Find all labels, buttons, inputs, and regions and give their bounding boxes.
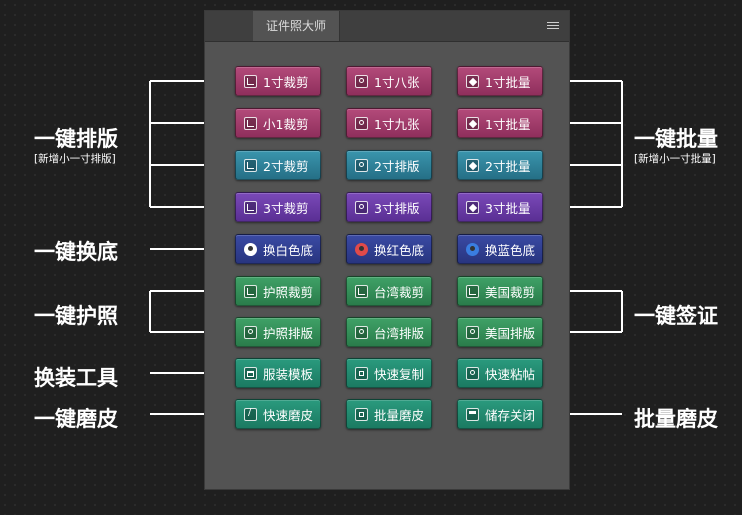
- btn-label: 1寸九张: [374, 116, 420, 132]
- people-icon: [355, 74, 368, 88]
- btn-small1-crop[interactable]: 小1裁剪: [235, 108, 321, 138]
- btn-label: 换红色底: [374, 242, 425, 258]
- btn-label: 快速复制: [374, 366, 425, 382]
- btn-label: 储存关闭: [485, 407, 536, 423]
- copy-icon: [355, 366, 368, 380]
- btn-label: 2寸排版: [374, 158, 420, 174]
- btn-label: 1寸裁剪: [263, 74, 309, 90]
- annotation-batch: 一键批量: [634, 127, 718, 151]
- annotation-passport: 一键护照: [34, 304, 118, 328]
- btn-label: 服装模板: [263, 366, 314, 382]
- copy-icon: [355, 407, 368, 421]
- people-icon: [355, 116, 368, 130]
- id-photo-master-panel: 证件照大师 1寸裁剪 1寸八张 1寸批量 小1裁剪 1寸九张 1寸批量 2寸裁剪…: [204, 10, 570, 490]
- btn-quick-paste[interactable]: 快速粘帖: [457, 358, 543, 388]
- btn-passport-crop[interactable]: 护照裁剪: [235, 276, 321, 306]
- people-icon: [355, 200, 368, 214]
- btn-label: 护照裁剪: [263, 284, 314, 300]
- btn-quick-smooth[interactable]: 快速磨皮: [235, 399, 321, 429]
- portrait-circle-icon: [355, 242, 368, 256]
- people-icon: [466, 366, 479, 380]
- btn-save-close[interactable]: 储存关闭: [457, 399, 543, 429]
- btn-red-bg[interactable]: 换红色底: [346, 234, 432, 264]
- btn-label: 3寸裁剪: [263, 200, 309, 216]
- btn-2inch-layout[interactable]: 2寸排版: [346, 150, 432, 180]
- btn-1inch-crop[interactable]: 1寸裁剪: [235, 66, 321, 96]
- btn-label: 1寸八张: [374, 74, 420, 90]
- btn-label: 小1裁剪: [263, 116, 309, 132]
- btn-label: 批量磨皮: [374, 407, 425, 423]
- layers-icon: [466, 158, 479, 172]
- btn-usa-layout[interactable]: 美国排版: [457, 317, 543, 347]
- btn-2inch-crop[interactable]: 2寸裁剪: [235, 150, 321, 180]
- portrait-circle-icon: [466, 242, 479, 256]
- people-icon: [466, 325, 479, 339]
- crop-icon: [244, 158, 257, 172]
- btn-white-bg[interactable]: 换白色底: [235, 234, 321, 264]
- layers-icon: [466, 74, 479, 88]
- annotation-visa: 一键签证: [634, 304, 718, 328]
- people-icon: [244, 325, 257, 339]
- brush-icon: [244, 407, 257, 421]
- crop-icon: [244, 74, 257, 88]
- btn-label: 换白色底: [263, 242, 314, 258]
- btn-3inch-batch[interactable]: 3寸批量: [457, 192, 543, 222]
- btn-taiwan-crop[interactable]: 台湾裁剪: [346, 276, 432, 306]
- btn-3inch-layout[interactable]: 3寸排版: [346, 192, 432, 222]
- layers-icon: [466, 116, 479, 130]
- crop-icon: [244, 284, 257, 298]
- annotation-layout-note: [新增小一寸排版]: [34, 153, 116, 165]
- btn-taiwan-layout[interactable]: 台湾排版: [346, 317, 432, 347]
- people-icon: [355, 158, 368, 172]
- shirt-icon: [244, 366, 257, 380]
- btn-2inch-batch[interactable]: 2寸批量: [457, 150, 543, 180]
- annotation-outfit-tool: 换装工具: [34, 366, 118, 390]
- btn-1inch-batch[interactable]: 1寸批量: [457, 66, 543, 96]
- tab-id-photo-master[interactable]: 证件照大师: [253, 11, 340, 41]
- annotation-background: 一键换底: [34, 240, 118, 264]
- annotation-layout: 一键排版: [34, 127, 118, 151]
- btn-label: 快速粘帖: [485, 366, 536, 382]
- annotation-batch-note: [新增小一寸批量]: [634, 153, 716, 165]
- btn-label: 1寸批量: [485, 116, 531, 132]
- portrait-circle-icon: [244, 242, 257, 256]
- btn-label: 2寸批量: [485, 158, 531, 174]
- people-icon: [355, 325, 368, 339]
- annotation-batch-smooth: 批量磨皮: [634, 407, 718, 431]
- layers-icon: [466, 200, 479, 214]
- crop-icon: [244, 116, 257, 130]
- btn-label: 台湾排版: [374, 325, 425, 341]
- btn-outfit-template[interactable]: 服装模板: [235, 358, 321, 388]
- annotation-skin-smooth: 一键磨皮: [34, 407, 118, 431]
- btn-label: 美国裁剪: [485, 284, 536, 300]
- crop-icon: [244, 200, 257, 214]
- btn-label: 快速磨皮: [263, 407, 314, 423]
- btn-usa-crop[interactable]: 美国裁剪: [457, 276, 543, 306]
- btn-blue-bg[interactable]: 换蓝色底: [457, 234, 543, 264]
- btn-1inch-eight[interactable]: 1寸八张: [346, 66, 432, 96]
- btn-label: 3寸批量: [485, 200, 531, 216]
- save-icon: [466, 407, 479, 421]
- btn-1inch-nine[interactable]: 1寸九张: [346, 108, 432, 138]
- crop-icon: [355, 284, 368, 298]
- btn-label: 台湾裁剪: [374, 284, 425, 300]
- btn-label: 3寸排版: [374, 200, 420, 216]
- btn-passport-layout[interactable]: 护照排版: [235, 317, 321, 347]
- btn-1inch-batch-2[interactable]: 1寸批量: [457, 108, 543, 138]
- panel-tab-bar: 证件照大师: [205, 11, 569, 42]
- crop-icon: [466, 284, 479, 298]
- btn-label: 美国排版: [485, 325, 536, 341]
- btn-quick-copy[interactable]: 快速复制: [346, 358, 432, 388]
- btn-label: 1寸批量: [485, 74, 531, 90]
- hamburger-menu-icon[interactable]: [547, 22, 559, 30]
- btn-label: 换蓝色底: [485, 242, 536, 258]
- btn-batch-smooth[interactable]: 批量磨皮: [346, 399, 432, 429]
- btn-label: 护照排版: [263, 325, 314, 341]
- btn-label: 2寸裁剪: [263, 158, 309, 174]
- btn-3inch-crop[interactable]: 3寸裁剪: [235, 192, 321, 222]
